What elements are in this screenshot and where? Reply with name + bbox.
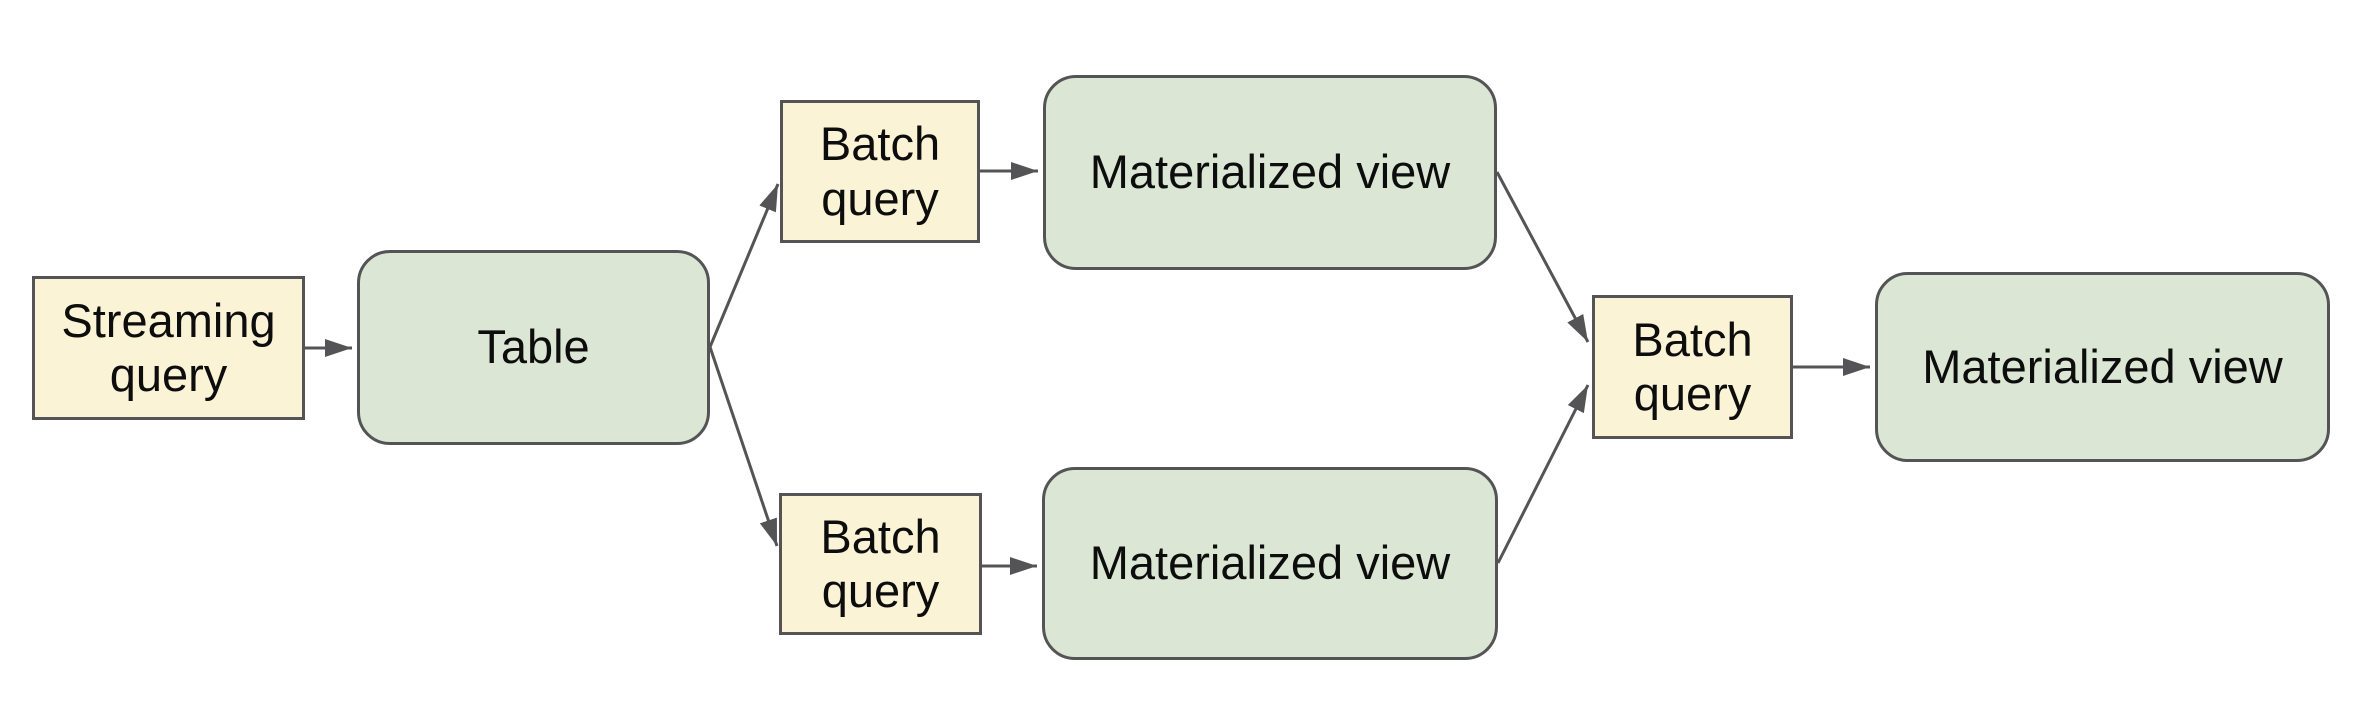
node-materialized-view-final: Materialized view	[1875, 272, 2330, 462]
node-materialized-view-top-label: Materialized view	[1089, 145, 1451, 199]
node-table-label: Table	[477, 320, 590, 374]
node-table: Table	[357, 250, 710, 445]
node-materialized-view-bottom-label: Materialized view	[1089, 536, 1451, 590]
node-materialized-view-top: Materialized view	[1043, 75, 1497, 270]
node-materialized-view-bottom: Materialized view	[1042, 467, 1498, 660]
node-batch-query-top: Batch query	[780, 100, 980, 243]
node-streaming-query-label: Streaming query	[61, 293, 276, 401]
node-streaming-query: Streaming query	[32, 276, 305, 420]
edge-materialized-view-bottom-to-batch-query-merge	[1496, 384, 1590, 564]
node-materialized-view-final-label: Materialized view	[1922, 339, 2283, 393]
node-batch-query-top-label: Batch query	[819, 117, 941, 225]
node-batch-query-bottom-label: Batch query	[820, 509, 941, 617]
node-batch-query-merge: Batch query	[1592, 295, 1793, 439]
node-batch-query-bottom: Batch query	[779, 493, 982, 635]
edge-table-to-batch-query-top	[708, 183, 780, 348]
node-batch-query-merge-label: Batch query	[1632, 312, 1753, 420]
edge-materialized-view-top-to-batch-query-merge	[1495, 171, 1590, 343]
edge-table-to-batch-query-bottom	[708, 346, 779, 547]
